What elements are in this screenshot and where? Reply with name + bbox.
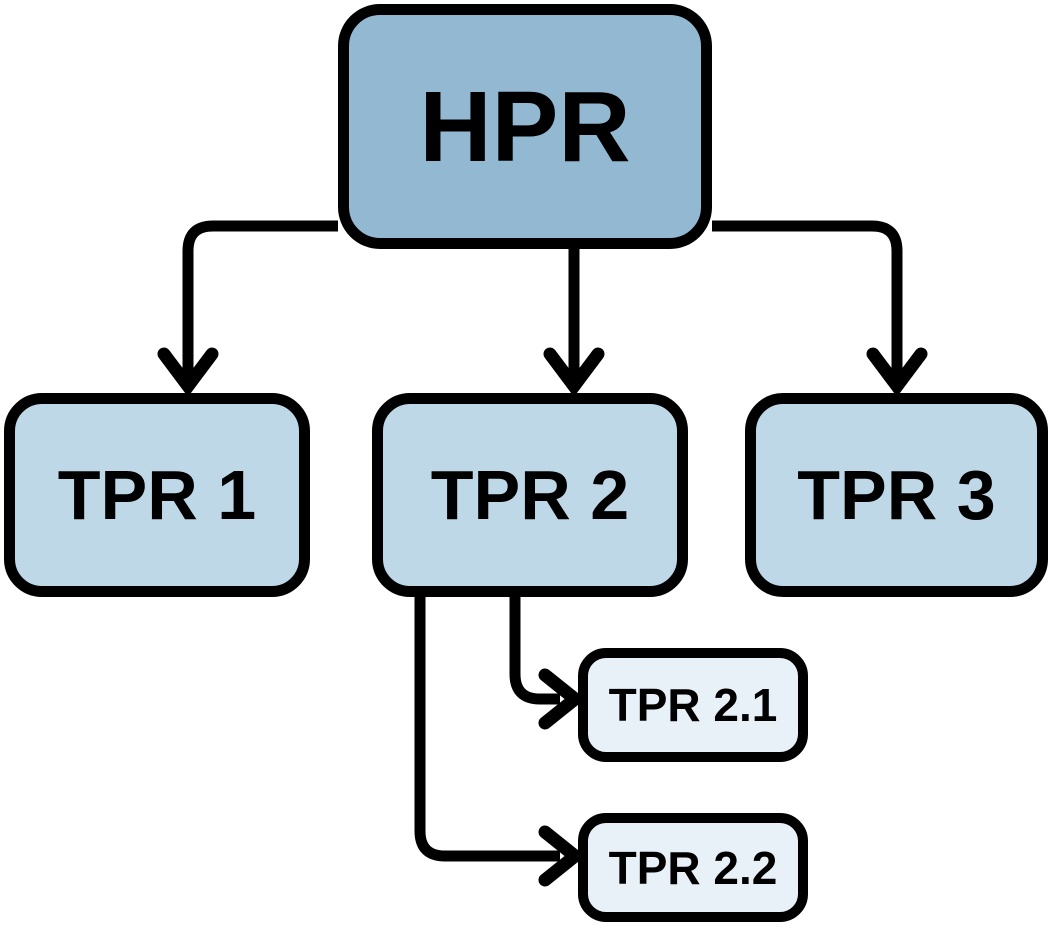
connector-hpr-to-tpr1 bbox=[182, 220, 338, 380]
node-tpr2-2: TPR 2.2 bbox=[578, 813, 808, 922]
arrowhead-down-tpr2 bbox=[543, 347, 605, 397]
connector-tpr2-to-tpr22 bbox=[414, 597, 560, 862]
node-tpr1: TPR 1 bbox=[4, 393, 310, 597]
node-tpr2: TPR 2 bbox=[372, 393, 688, 597]
arrowhead-right-tpr21 bbox=[538, 668, 586, 730]
arrowhead-down-tpr3 bbox=[866, 347, 928, 397]
arrowhead-down-tpr1 bbox=[157, 347, 219, 397]
node-tpr2-1: TPR 2.1 bbox=[578, 648, 808, 762]
node-tpr3: TPR 3 bbox=[745, 393, 1048, 597]
arrowhead-right-tpr22 bbox=[538, 825, 586, 887]
node-hpr: HPR bbox=[338, 4, 712, 249]
connector-tpr2-to-tpr21 bbox=[509, 597, 560, 705]
connector-hpr-to-tpr3 bbox=[712, 220, 903, 380]
